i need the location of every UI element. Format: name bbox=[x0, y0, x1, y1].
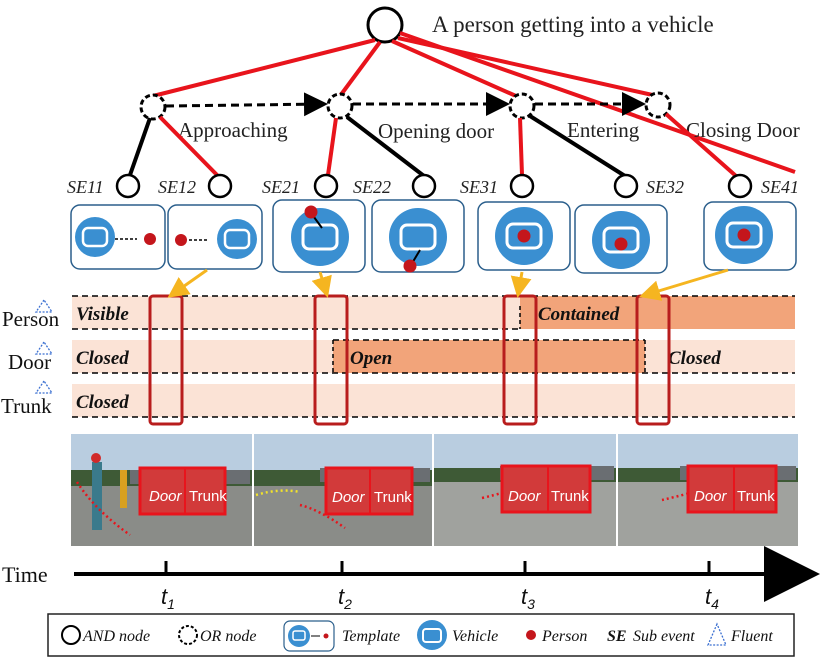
photo-4-door-label: Door bbox=[694, 488, 728, 505]
legend-template-label: Template bbox=[342, 628, 400, 645]
photo-3-door-label: Door bbox=[508, 488, 542, 505]
se-label-se12: SE12 bbox=[158, 177, 196, 197]
template-se32 bbox=[574, 204, 668, 274]
legend-and-node-icon bbox=[61, 625, 81, 645]
fluent-state-trunk-closed: Closed bbox=[76, 392, 129, 413]
or-label-opening-door: Opening door bbox=[378, 119, 494, 143]
or-label-closing-door: Closing Door bbox=[686, 118, 800, 142]
sub-event-nodes bbox=[115, 173, 753, 199]
fluent-name-trunk: Trunk bbox=[1, 394, 52, 418]
legend-vehicle-icon bbox=[417, 620, 447, 650]
template-to-time-arrows bbox=[167, 268, 729, 301]
photo-4-trunk-label: Trunk bbox=[737, 488, 775, 505]
template-se12 bbox=[167, 204, 263, 270]
fluent-name-door: Door bbox=[8, 350, 51, 374]
root-node bbox=[366, 6, 404, 44]
legend-fluent-icon bbox=[707, 622, 727, 646]
legend-template-icon bbox=[283, 620, 335, 652]
se-label-se21: SE21 bbox=[262, 177, 300, 197]
time-tick-t2: t2 bbox=[338, 584, 352, 612]
fluent-state-person-visible: Visible bbox=[76, 304, 129, 325]
legend-or-node-label: OR node bbox=[200, 628, 256, 645]
temporal-arrows bbox=[165, 92, 646, 117]
photo-1-door-label: Door bbox=[149, 488, 183, 505]
se-label-se22: SE22 bbox=[353, 177, 391, 197]
legend-and-node-label: AND node bbox=[82, 628, 150, 645]
photo-3-trunk-label: Trunk bbox=[551, 488, 589, 505]
legend-person-label: Person bbox=[541, 628, 587, 645]
fluent-state-door-closed-2: Closed bbox=[668, 348, 721, 369]
template-se21 bbox=[272, 199, 366, 273]
legend-sub-event-label: Sub event bbox=[633, 628, 695, 645]
time-tick-t1: t1 bbox=[161, 584, 175, 612]
legend-se-abbr: SE bbox=[607, 628, 627, 645]
template-se22 bbox=[371, 199, 465, 273]
or-node-entering bbox=[508, 92, 536, 120]
photo-frame-4: Door Trunk bbox=[618, 434, 798, 546]
legend-vehicle-label: Vehicle bbox=[452, 628, 498, 645]
fluent-band-door bbox=[72, 339, 795, 374]
legend-fluent-label: Fluent bbox=[730, 628, 773, 645]
time-tick-t3: t3 bbox=[521, 584, 535, 612]
se-label-se32: SE32 bbox=[646, 177, 684, 197]
fluent-name-person: Person bbox=[2, 307, 60, 331]
root-edges bbox=[152, 31, 796, 174]
fluent-state-door-closed-1: Closed bbox=[76, 348, 129, 369]
fluent-band-person bbox=[72, 295, 795, 330]
template-se11 bbox=[70, 204, 166, 270]
time-axis-label: Time bbox=[2, 562, 48, 587]
or-node-opening-door bbox=[326, 92, 354, 120]
or-node-closing-door bbox=[644, 91, 672, 119]
or-label-entering: Entering bbox=[567, 118, 640, 142]
se-label-se31: SE31 bbox=[460, 177, 498, 197]
or-node-approaching bbox=[139, 93, 167, 121]
fluent-band-trunk bbox=[72, 384, 795, 418]
fluent-triangles bbox=[34, 298, 54, 394]
diagram-title: A person getting into a vehicle bbox=[432, 12, 714, 37]
time-ticks bbox=[164, 561, 711, 574]
template-se41 bbox=[703, 201, 797, 271]
fluent-state-person-contained: Contained bbox=[538, 304, 620, 325]
se-label-se41: SE41 bbox=[761, 177, 799, 197]
photo-frame-2: Door Trunk bbox=[254, 434, 432, 546]
photo-frame-1: Door Trunk bbox=[71, 434, 252, 546]
photo-2-trunk-label: Trunk bbox=[374, 489, 412, 506]
template-se31 bbox=[477, 201, 571, 271]
legend-person-icon bbox=[526, 630, 536, 640]
or-label-approaching: Approaching bbox=[178, 118, 288, 142]
or-to-se-edges bbox=[128, 112, 738, 178]
legend-or-node-icon bbox=[178, 625, 198, 645]
photo-1-trunk-label: Trunk bbox=[189, 488, 227, 505]
photo-2-door-label: Door bbox=[332, 489, 366, 506]
time-tick-t4: t4 bbox=[705, 584, 719, 612]
se-label-se11: SE11 bbox=[67, 177, 104, 197]
legend: AND node OR node Template Vehicle Person… bbox=[47, 613, 795, 657]
fluent-state-door-open: Open bbox=[350, 348, 392, 369]
photo-frame-3: Door Trunk bbox=[434, 434, 616, 546]
